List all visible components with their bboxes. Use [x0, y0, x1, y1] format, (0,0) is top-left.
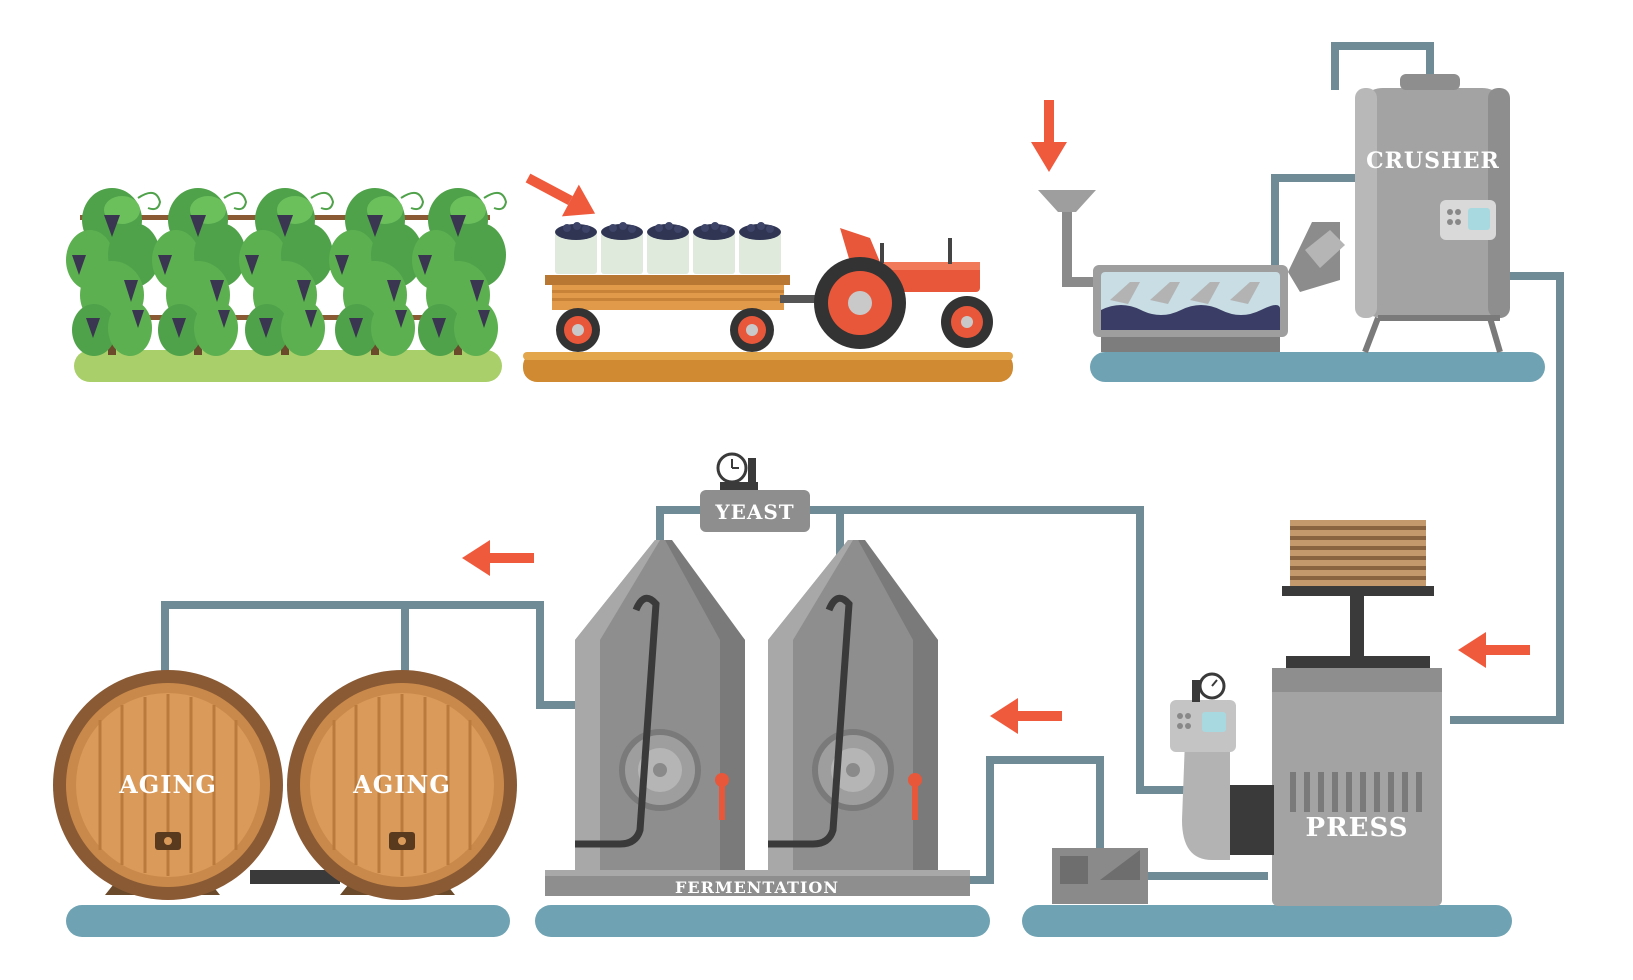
crusher-ground	[1090, 352, 1545, 382]
aging-station: AGING AGING	[53, 670, 517, 937]
fermentation-station: YEAST FERMENTATION	[161, 452, 990, 937]
fermentation-label: FERMENTATION	[675, 878, 839, 897]
flow-arrow	[990, 698, 1062, 734]
yeast-label: YEAST	[714, 500, 794, 524]
crusher-station: CRUSHER	[1038, 42, 1564, 724]
vineyard	[65, 187, 507, 382]
pipe	[820, 506, 1190, 794]
press-station: PRESS	[820, 506, 1512, 937]
flow-arrow	[1458, 632, 1530, 668]
wheel	[730, 308, 774, 352]
aging-barrel: AGING	[287, 670, 517, 900]
fermentation-tank	[768, 540, 938, 870]
flow-arrow	[525, 173, 596, 217]
grape-crates	[555, 222, 781, 274]
grapevine	[151, 187, 247, 357]
grapevine	[65, 187, 161, 357]
pipe	[161, 601, 575, 709]
press-label: PRESS	[1306, 813, 1409, 843]
crusher-label: CRUSHER	[1366, 148, 1500, 174]
crusher-tank	[1355, 88, 1510, 318]
aging-barrel: AGING	[53, 670, 283, 900]
press-ground	[1022, 905, 1512, 937]
grapevine	[238, 187, 334, 357]
yeast-dispenser	[700, 490, 810, 532]
flow-arrow	[1031, 100, 1067, 172]
press-plates	[1290, 520, 1426, 588]
aging-ground	[66, 905, 510, 937]
pipe	[1331, 42, 1434, 90]
fermentation-tank	[575, 540, 745, 870]
flow-arrow	[462, 540, 534, 576]
trailer	[545, 275, 790, 285]
grapevine	[328, 187, 424, 357]
aging-label: AGING	[352, 770, 451, 799]
pipe	[1450, 272, 1564, 724]
tractor-with-trailer	[523, 222, 1013, 382]
vineyard-ground	[74, 350, 502, 382]
hopper	[1038, 190, 1096, 212]
fermentation-ground	[535, 905, 990, 937]
press-motor	[1230, 785, 1274, 855]
grapevine	[411, 187, 507, 357]
press-machine	[1272, 668, 1442, 906]
aging-label: AGING	[118, 770, 217, 799]
wheel	[556, 308, 600, 352]
